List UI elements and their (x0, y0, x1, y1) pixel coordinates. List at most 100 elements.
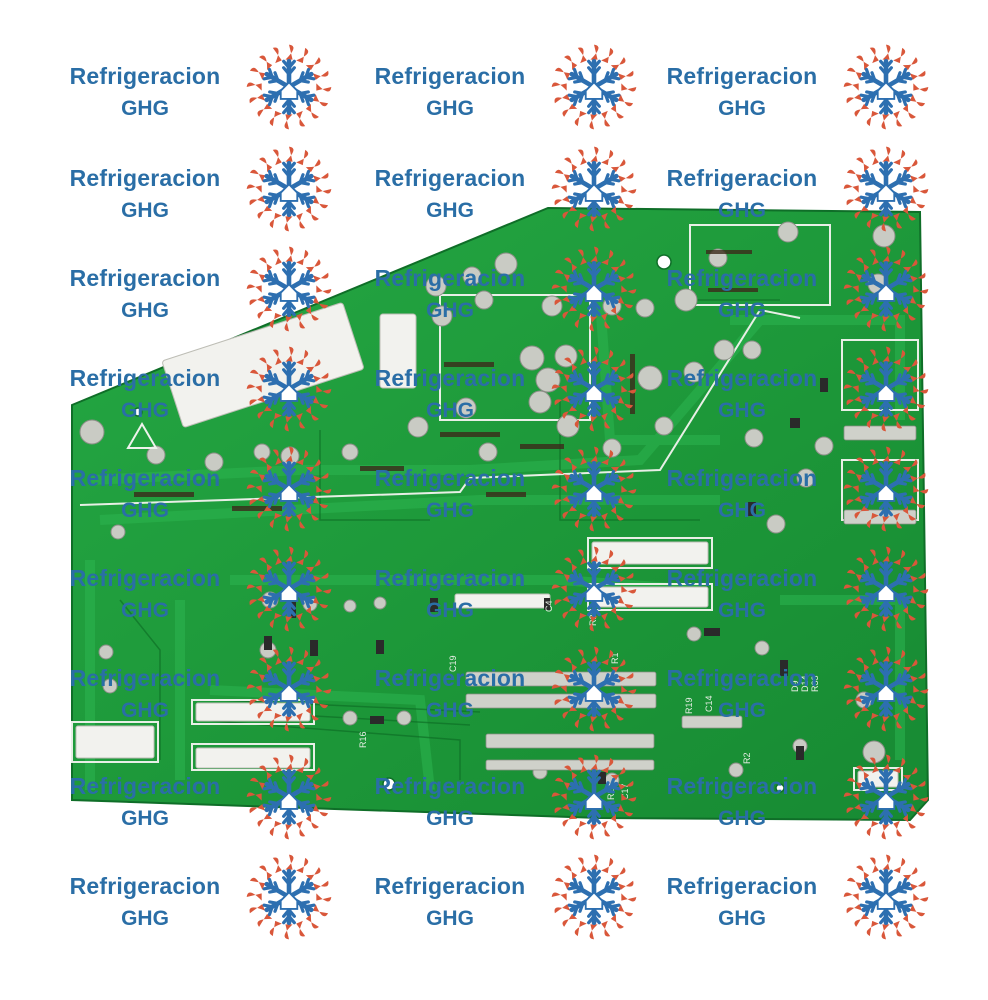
watermark-line1: Refrigeracion (666, 665, 818, 691)
snowflake-sun-house-logo-icon (246, 546, 332, 632)
watermark-line2: GHG (426, 97, 474, 120)
snowflake-sun-house-logo-icon (246, 754, 332, 840)
watermark: Refrigeracion GHG (350, 546, 650, 655)
watermark-line1: Refrigeracion (666, 565, 818, 591)
snowflake-sun-house-logo-icon (551, 346, 637, 432)
watermark-line1: Refrigeracion (374, 773, 526, 799)
watermark: Refrigeracion GHG (45, 346, 345, 455)
watermark: Refrigeracion GHG (45, 246, 345, 355)
svg-text:R16: R16 (358, 731, 368, 748)
watermark-line1: Refrigeracion (666, 165, 818, 191)
watermark-line2: GHG (121, 199, 169, 222)
svg-text:R33: R33 (810, 675, 820, 692)
svg-text:C14: C14 (704, 695, 714, 712)
watermark: Refrigeracion GHG (45, 754, 345, 863)
watermark-line2: GHG (718, 299, 766, 322)
watermark: Refrigeracion GHG (642, 446, 942, 555)
watermark-line2: GHG (426, 399, 474, 422)
snowflake-sun-house-logo-icon (843, 854, 929, 940)
watermark: Refrigeracion GHG (642, 246, 942, 355)
watermark: Refrigeracion GHG (45, 446, 345, 555)
watermark-line2: GHG (121, 807, 169, 830)
watermark-line1: Refrigeracion (666, 773, 818, 799)
watermark: Refrigeracion GHG (350, 246, 650, 355)
watermark-line2: GHG (426, 299, 474, 322)
watermark-line2: GHG (718, 807, 766, 830)
svg-text:C17: C17 (620, 783, 630, 800)
watermark-line2: GHG (121, 499, 169, 522)
watermark-line1: Refrigeracion (69, 665, 221, 691)
watermark-line2: GHG (121, 599, 169, 622)
mounting-holes (133, 254, 785, 793)
snowflake-sun-house-logo-icon (843, 346, 929, 432)
watermark: Refrigeracion GHG (45, 646, 345, 755)
snowflake-sun-house-logo-icon (246, 44, 332, 130)
svg-text:R19: R19 (684, 697, 694, 714)
watermark-line2: GHG (426, 699, 474, 722)
watermark-line2: GHG (426, 807, 474, 830)
watermark-line2: GHG (718, 97, 766, 120)
snowflake-sun-house-logo-icon (246, 346, 332, 432)
snowflake-sun-house-logo-icon (246, 446, 332, 532)
watermark: Refrigeracion GHG (642, 346, 942, 455)
snowflake-sun-house-logo-icon (246, 646, 332, 732)
snowflake-sun-house-logo-icon (551, 646, 637, 732)
watermark-line2: GHG (718, 599, 766, 622)
watermark-line1: Refrigeracion (374, 873, 526, 899)
snowflake-sun-house-logo-icon (551, 854, 637, 940)
watermark-line1: Refrigeracion (666, 465, 818, 491)
svg-text:D14: D14 (800, 675, 810, 692)
snowflake-sun-house-logo-icon (246, 854, 332, 940)
svg-text:R1: R1 (610, 652, 620, 664)
watermark-line1: Refrigeracion (69, 465, 221, 491)
svg-text:D9: D9 (790, 680, 800, 692)
snowflake-sun-house-logo-icon (551, 446, 637, 532)
watermark-line1: Refrigeracion (374, 565, 526, 591)
snowflake-sun-house-logo-icon (843, 246, 929, 332)
watermark-line1: Refrigeracion (374, 165, 526, 191)
watermark: Refrigeracion GHG (642, 646, 942, 755)
snowflake-sun-house-logo-icon (843, 754, 929, 840)
watermark-line1: Refrigeracion (666, 365, 818, 391)
watermark-line2: GHG (718, 907, 766, 930)
snowflake-sun-house-logo-icon (551, 754, 637, 840)
snowflake-sun-house-logo-icon (246, 246, 332, 332)
snowflake-sun-house-logo-icon (246, 146, 332, 232)
watermark-line1: Refrigeracion (374, 465, 526, 491)
watermark: Refrigeracion GHG (350, 646, 650, 755)
svg-text:C4: C4 (544, 600, 554, 612)
watermark: Refrigeracion GHG (350, 754, 650, 863)
watermark-line2: GHG (426, 199, 474, 222)
watermark-line2: GHG (121, 399, 169, 422)
snowflake-sun-house-logo-icon (843, 44, 929, 130)
watermark-line1: Refrigeracion (69, 565, 221, 591)
watermark: Refrigeracion GHG (642, 854, 942, 963)
watermark: Refrigeracion GHG (350, 446, 650, 555)
warning-triangle-icon (126, 422, 158, 449)
watermark-line1: Refrigeracion (374, 63, 526, 89)
watermark: Refrigeracion GHG (350, 854, 650, 963)
watermark-line2: GHG (718, 399, 766, 422)
watermark-line1: Refrigeracion (666, 265, 818, 291)
watermark: Refrigeracion GHG (45, 44, 345, 153)
snowflake-sun-house-logo-icon (843, 146, 929, 232)
snowflake-sun-house-logo-icon (551, 246, 637, 332)
watermark-line1: Refrigeracion (666, 63, 818, 89)
watermark-line1: Refrigeracion (69, 773, 221, 799)
watermark: Refrigeracion GHG (642, 146, 942, 255)
watermark: Refrigeracion GHG (642, 44, 942, 153)
watermark-line1: Refrigeracion (69, 365, 221, 391)
watermark: Refrigeracion GHG (642, 546, 942, 655)
snowflake-sun-house-logo-icon (843, 546, 929, 632)
watermark-line2: GHG (121, 907, 169, 930)
watermark-line2: GHG (426, 499, 474, 522)
watermark-line1: Refrigeracion (69, 63, 221, 89)
snowflake-sun-house-logo-icon (551, 546, 637, 632)
watermark-line1: Refrigeracion (374, 665, 526, 691)
watermark-line1: Refrigeracion (69, 873, 221, 899)
watermark: Refrigeracion GHG (45, 146, 345, 255)
watermark-line2: GHG (718, 699, 766, 722)
watermark-line2: GHG (121, 97, 169, 120)
snowflake-sun-house-logo-icon (551, 44, 637, 130)
snowflake-sun-house-logo-icon (551, 146, 637, 232)
